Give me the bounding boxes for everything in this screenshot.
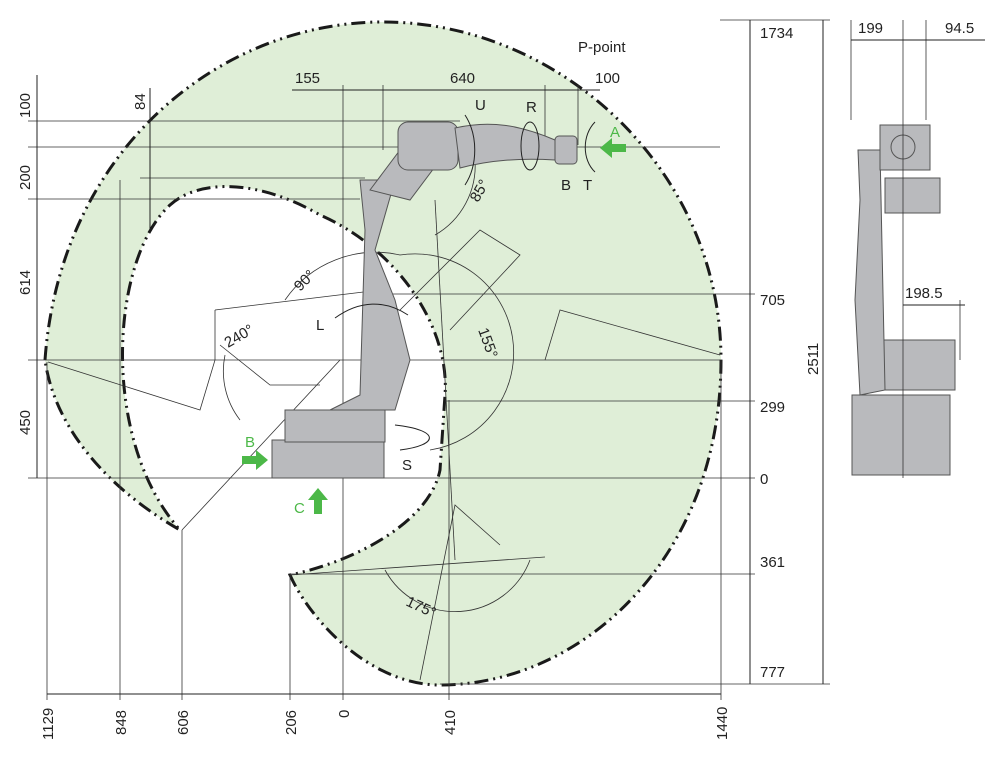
view-arrow-c [308, 488, 328, 514]
axis-u-label: U [475, 97, 486, 114]
dim-label-1129: 1129 [40, 708, 57, 740]
dim-label-0-right: 0 [760, 471, 768, 488]
side-view [850, 20, 985, 478]
p-point-label: P-point [578, 39, 626, 56]
view-arrow-b [242, 450, 268, 470]
dim-label-614: 614 [17, 270, 34, 295]
dim-label-206: 206 [283, 710, 300, 735]
angle-240: 240° [222, 321, 257, 351]
dim-label-450: 450 [17, 410, 34, 435]
dim-label-410: 410 [442, 710, 459, 735]
side-dim-198-5: 198.5 [905, 285, 943, 302]
dim-label-777: 777 [760, 664, 785, 681]
dim-label-705: 705 [760, 292, 785, 309]
axis-s-label: S [402, 457, 412, 474]
dim-label-606: 606 [175, 710, 192, 735]
envelope-boundary [43, 20, 723, 687]
axis-rotation-markers [334, 114, 596, 451]
robot-arm [271, 121, 578, 479]
dim-label-100-left: 100 [17, 93, 34, 118]
dim-label-848: 848 [113, 710, 130, 735]
axis-l-label: L [316, 317, 324, 334]
axis-r-label: R [526, 99, 537, 116]
dim-label-1734: 1734 [760, 25, 793, 42]
side-dim-94-5: 94.5 [945, 20, 974, 37]
dim-label-0-bottom: 0 [336, 710, 353, 718]
dim-label-155: 155 [295, 70, 320, 87]
view-a-label: A [610, 124, 620, 141]
side-dim-199: 199 [858, 20, 883, 37]
view-arrows [242, 138, 626, 514]
dimension-bars [36, 20, 824, 695]
dim-label-299: 299 [760, 399, 785, 416]
dim-label-100-top: 100 [595, 70, 620, 87]
working-envelope [45, 22, 721, 685]
axis-t-label: T [583, 177, 592, 194]
view-arrow-a [600, 138, 626, 158]
dim-label-84: 84 [132, 93, 149, 110]
view-b-label: B [245, 434, 255, 451]
dim-label-640: 640 [450, 70, 475, 87]
view-c-label: C [294, 500, 305, 517]
dim-label-361: 361 [760, 554, 785, 571]
dim-label-1440: 1440 [714, 707, 731, 740]
axis-b-label: B [561, 177, 571, 194]
reference-lines [28, 19, 830, 700]
dim-label-2511: 2511 [805, 343, 822, 375]
dim-label-200: 200 [17, 165, 34, 190]
